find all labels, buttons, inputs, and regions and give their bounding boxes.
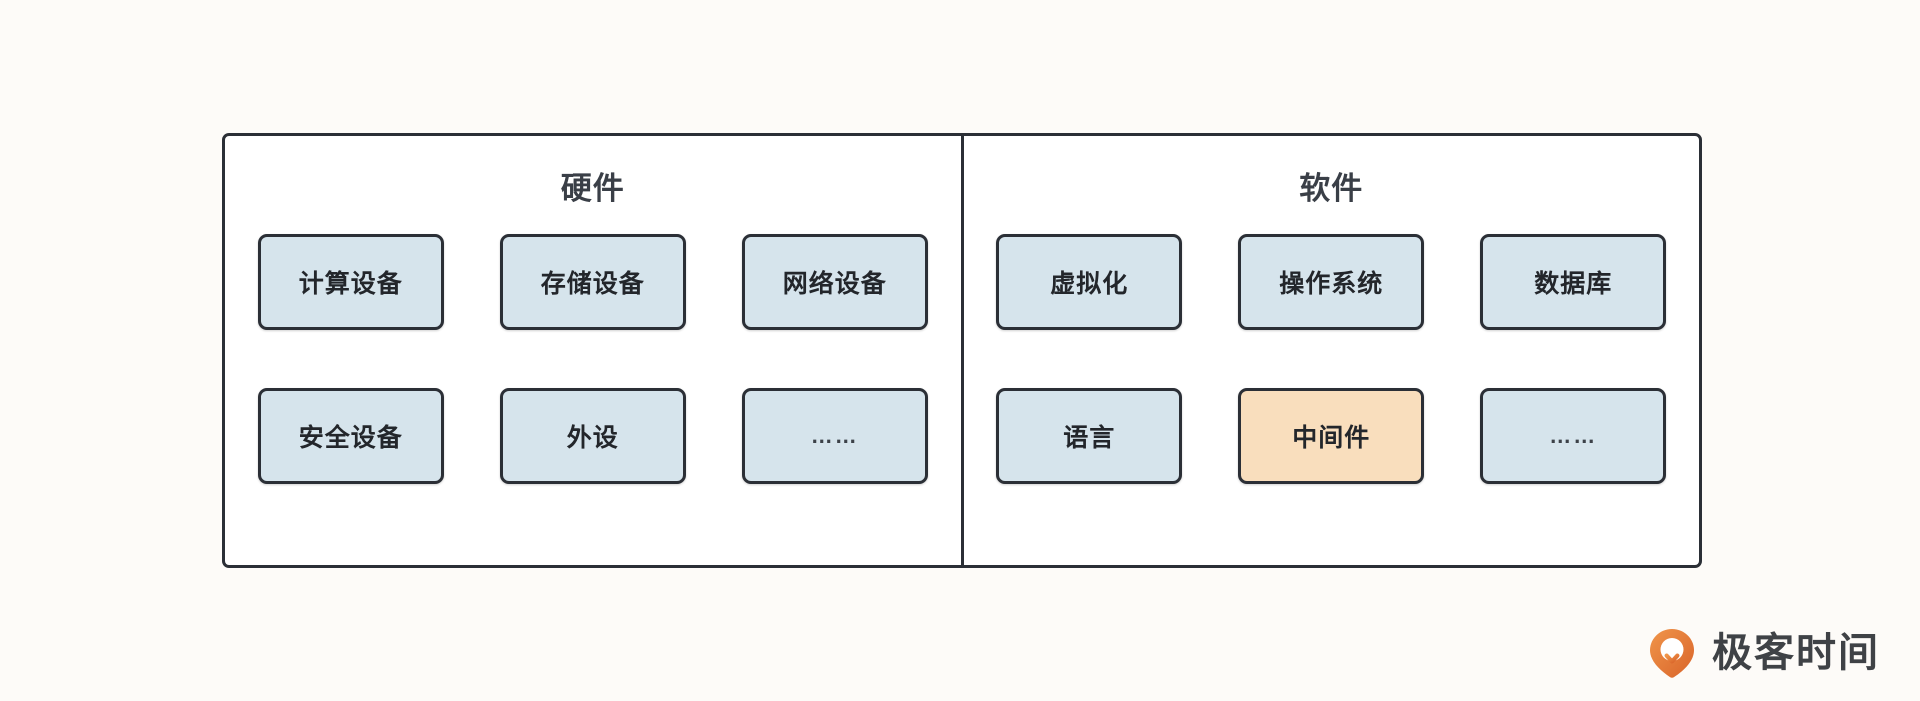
node-row: 虚拟化 操作系统 数据库 <box>996 234 1667 330</box>
node-virtualization[interactable]: 虚拟化 <box>996 234 1183 330</box>
node-rows-hardware: 计算设备 存储设备 网络设备 安全设备 外设 …… <box>225 234 961 484</box>
node-row: 语言 中间件 …… <box>996 388 1667 484</box>
node-middleware[interactable]: 中间件 <box>1238 388 1425 484</box>
panel-title-hardware: 硬件 <box>560 171 625 206</box>
node-compute-device[interactable]: 计算设备 <box>257 234 444 330</box>
brand-logo: 极客时间 <box>1646 627 1880 679</box>
two-panel-frame: 硬件 计算设备 存储设备 网络设备 安全设备 外设 …… 软件 虚拟化 <box>222 133 1702 568</box>
node-rows-software: 虚拟化 操作系统 数据库 语言 中间件 …… <box>964 234 1700 484</box>
node-storage-device[interactable]: 存储设备 <box>499 234 686 330</box>
node-database[interactable]: 数据库 <box>1480 234 1667 330</box>
node-more-software[interactable]: …… <box>1480 388 1667 484</box>
panel-title-software: 软件 <box>1299 171 1364 206</box>
node-security-device[interactable]: 安全设备 <box>257 388 444 484</box>
panel-software: 软件 虚拟化 操作系统 数据库 语言 中间件 …… <box>960 136 1700 565</box>
node-more-hardware[interactable]: …… <box>741 388 928 484</box>
brand-name: 极客时间 <box>1712 631 1880 675</box>
node-peripheral[interactable]: 外设 <box>499 388 686 484</box>
geektime-pin-icon <box>1646 627 1698 679</box>
node-language[interactable]: 语言 <box>996 388 1183 484</box>
node-operating-system[interactable]: 操作系统 <box>1238 234 1425 330</box>
panel-hardware: 硬件 计算设备 存储设备 网络设备 安全设备 外设 …… <box>225 136 961 565</box>
node-row: 安全设备 外设 …… <box>257 388 928 484</box>
node-network-device[interactable]: 网络设备 <box>741 234 928 330</box>
node-row: 计算设备 存储设备 网络设备 <box>257 234 928 330</box>
